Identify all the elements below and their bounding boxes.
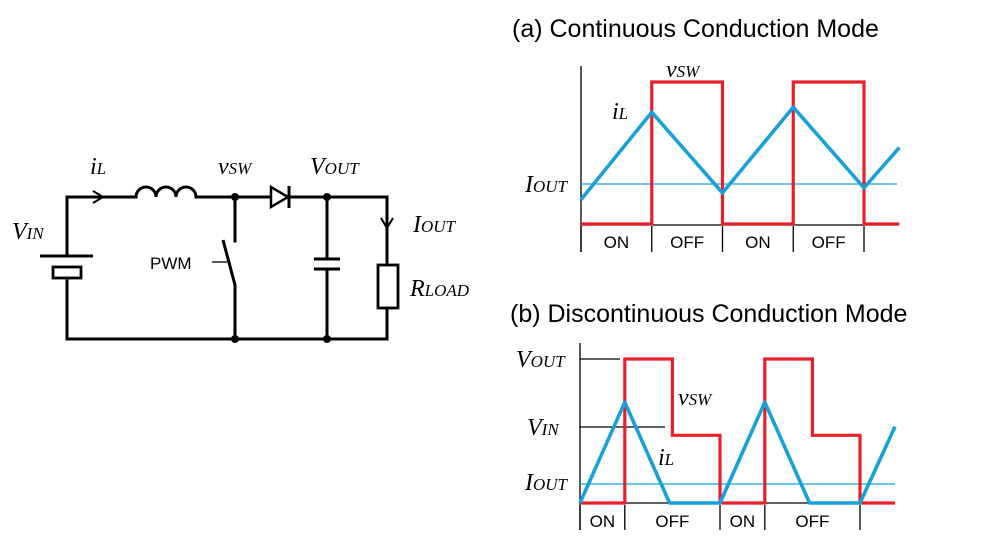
ccm-panel: (a) Continuous Conduction Mode ON OFF ON OF… — [512, 15, 901, 252]
phase-label-off: OFF — [655, 512, 689, 531]
ccm-label-vsw: vSW — [666, 57, 701, 83]
dcm-label-vout: VOUT — [516, 347, 566, 373]
dcm-title: (b) Discontinuous Conduction Mode — [510, 300, 907, 328]
pwm-switch-icon — [221, 239, 237, 286]
ccm-vsw-trace — [581, 80, 900, 226]
label-iout: IOUT — [412, 212, 457, 238]
output-current-arrow-icon — [380, 217, 394, 230]
junction-dot — [231, 193, 239, 201]
ccm-label-iout: IOUT — [524, 172, 569, 198]
diode-icon — [269, 184, 291, 210]
label-pwm: PWM — [150, 254, 192, 273]
dcm-label-il: iL — [658, 445, 674, 471]
dcm-phase-dividers — [579, 505, 861, 530]
phase-label-on: ON — [745, 233, 771, 252]
ccm-il-trace — [579, 105, 901, 201]
phase-label-off: OFF — [670, 233, 704, 252]
phase-label-off: OFF — [795, 512, 829, 531]
dcm-label-vin: VIN — [527, 415, 560, 441]
dcm-label-vsw: vSW — [678, 385, 713, 411]
dcm-il-trace — [578, 400, 897, 505]
label-rload: RLOAD — [409, 276, 470, 302]
junction-dot — [323, 335, 331, 343]
ccm-title: (a) Continuous Conduction Mode — [512, 15, 879, 43]
inductor-current-arrow-icon — [92, 190, 105, 204]
wire-top-left — [65, 195, 138, 257]
label-vout: VOUT — [310, 154, 360, 180]
circuit-schematic: iL vSW VOUT VIN IOUT RLOAD PWM — [12, 154, 470, 343]
junction-dot — [323, 193, 331, 201]
phase-label-on: ON — [590, 512, 616, 531]
wire-bottom — [65, 279, 389, 341]
label-vsw: vSW — [218, 154, 253, 180]
wire-top-right — [287, 195, 389, 257]
dcm-phase-labels: ON OFF ON OFF — [590, 512, 830, 531]
ccm-phase-labels: ON OFF ON OFF — [604, 233, 846, 252]
phase-label-on: ON — [730, 512, 756, 531]
dcm-vsw-trace — [580, 357, 895, 505]
junction-dot — [231, 335, 239, 343]
ccm-phase-dividers — [580, 226, 865, 252]
label-il: iL — [90, 154, 106, 180]
dcm-label-iout: IOUT — [524, 470, 569, 496]
capacitor-icon — [314, 195, 340, 341]
label-vin: VIN — [12, 219, 45, 245]
ccm-label-il: iL — [612, 99, 628, 125]
inductor-icon — [134, 185, 198, 199]
load-resistor-icon — [376, 263, 400, 310]
phase-label-off: OFF — [812, 233, 846, 252]
battery-icon — [40, 254, 93, 280]
phase-label-on: ON — [604, 233, 630, 252]
